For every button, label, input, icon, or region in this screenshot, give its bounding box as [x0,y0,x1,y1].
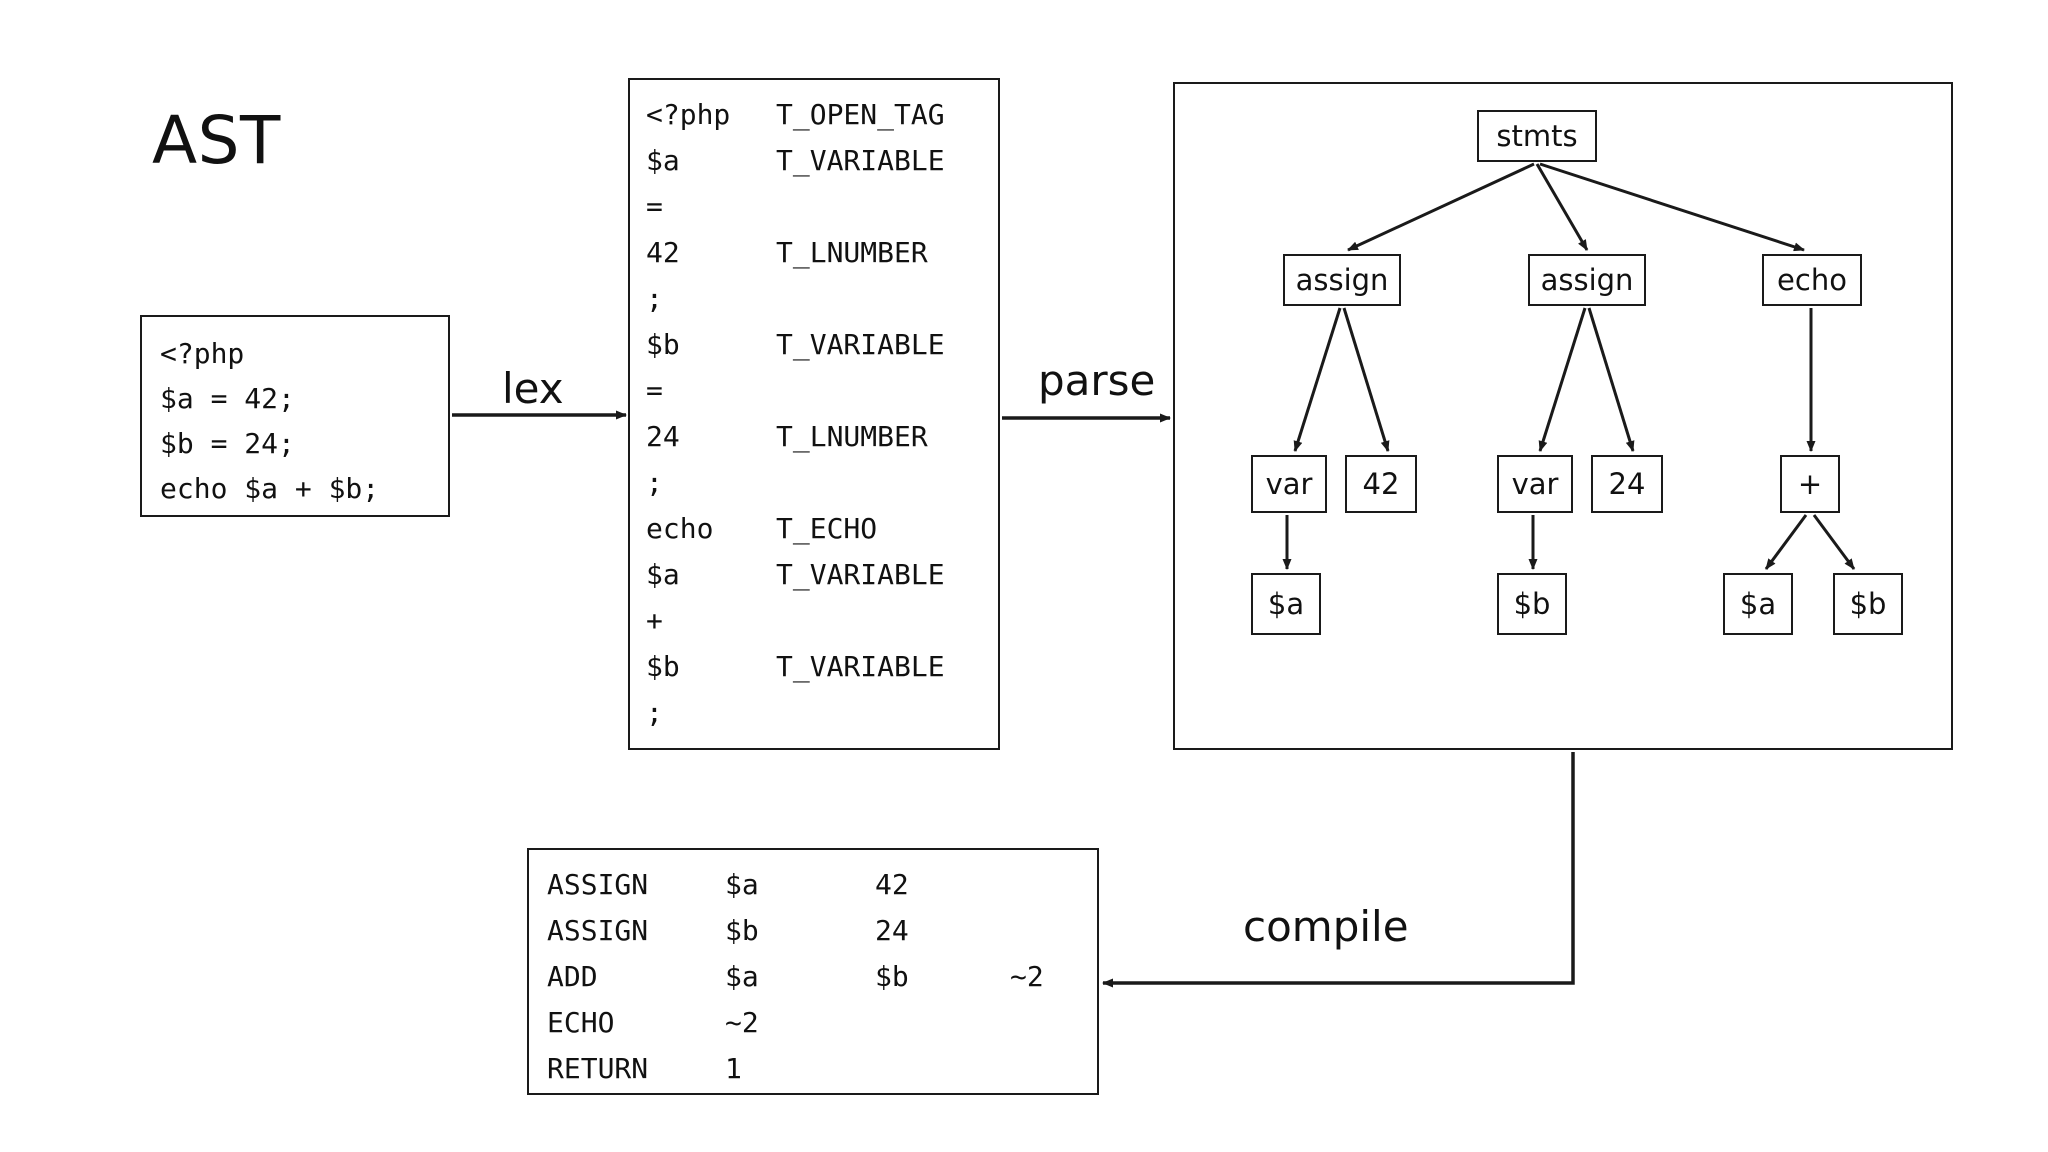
token-row: $a T_VARIABLE [646,138,998,184]
opcode-name: ASSIGN [547,914,649,947]
token-text: echo [646,512,714,545]
token-row: 24 T_LNUMBER [646,414,998,460]
opcode-operand-2: 42 [875,868,909,901]
ast-node-varname: $b [1833,573,1903,635]
page-title: AST [152,102,281,179]
opcode-row: ASSIGN $b 24 [547,908,1097,954]
token-type: T_VARIABLE [776,144,945,177]
opcode-operand-1: $a [725,960,759,993]
opcode-result: ~2 [1010,960,1044,993]
opcode-name: ECHO [547,1006,615,1039]
ast-node-varname: $b [1497,573,1567,635]
opcode-row: RETURN 1 [547,1046,1097,1092]
lex-arrow-label: lex [502,364,564,413]
opcode-operand-1: $b [725,914,759,947]
token-type: T_VARIABLE [776,328,945,361]
opcode-operand-2 [875,1000,1010,1046]
opcode-operand-2 [875,1046,1010,1092]
token-row: <?php T_OPEN_TAG [646,92,998,138]
token-type: T_VARIABLE [776,650,945,683]
source-line: $b = 24; [160,427,295,460]
token-row: ; [646,690,998,736]
ast-node-literal: 24 [1591,455,1663,513]
token-text: 42 [646,236,680,269]
ast-node-stmts: stmts [1477,110,1597,162]
token-text: $b [646,328,680,361]
token-text: $a [646,144,680,177]
token-row: echo T_ECHO [646,506,998,552]
token-row: $b T_VARIABLE [646,644,998,690]
ast-node-varname: $a [1723,573,1793,635]
opcode-name: ADD [547,960,598,993]
ast-panel [1173,82,1953,750]
token-text: ; [646,466,663,499]
source-line: <?php [160,337,245,370]
token-text: ; [646,696,663,729]
ast-node-assign: assign [1283,254,1401,306]
token-text: 24 [646,420,680,453]
token-row: ; [646,460,998,506]
opcode-row: ADD $a $b ~2 [547,954,1097,1000]
ast-node-assign: assign [1528,254,1646,306]
source-line: echo $a + $b; [160,472,380,505]
token-stream-panel: <?php T_OPEN_TAG $a T_VARIABLE = 42 T_LN… [628,78,1000,750]
ast-node-varname: $a [1251,573,1321,635]
opcode-operand-2: $b [875,960,909,993]
token-text: ; [646,282,663,315]
ast-node-var: var [1251,455,1327,513]
opcode-name: RETURN [547,1052,649,1085]
token-row: = [646,184,998,230]
token-row: 42 T_LNUMBER [646,230,998,276]
token-type: T_ECHO [776,512,878,545]
opcode-operand-1: 1 [725,1052,742,1085]
token-type: T_LNUMBER [776,236,928,269]
token-type: T_LNUMBER [776,420,928,453]
token-row: ; [646,276,998,322]
ast-node-literal: 42 [1345,455,1417,513]
opcode-panel: ASSIGN $a 42 ASSIGN $b 24 ADD $a $b ~2 E… [527,848,1099,1095]
php-source-panel: <?php $a = 42; $b = 24; echo $a + $b; [140,315,450,517]
token-text: + [646,604,663,637]
ast-node-plus: + [1780,455,1840,513]
opcode-operand-2: 24 [875,914,909,947]
opcode-operand-1: ~2 [725,1006,759,1039]
compile-arrow-label: compile [1243,902,1409,951]
token-row: $b T_VARIABLE [646,322,998,368]
opcode-operand-1: $a [725,868,759,901]
opcode-row: ASSIGN $a 42 [547,862,1097,908]
source-line: $a = 42; [160,382,295,415]
token-type: T_VARIABLE [776,558,945,591]
token-text: $a [646,558,680,591]
opcode-row: ECHO ~2 [547,1000,1097,1046]
token-text: $b [646,650,680,683]
parse-arrow-label: parse [1038,356,1156,405]
token-text: = [646,190,663,223]
ast-node-var: var [1497,455,1573,513]
token-row: + [646,598,998,644]
opcode-name: ASSIGN [547,868,649,901]
token-text: = [646,374,663,407]
ast-node-echo: echo [1762,254,1862,306]
token-row: $a T_VARIABLE [646,552,998,598]
token-text: <?php [646,98,731,131]
token-type: T_OPEN_TAG [776,98,945,131]
token-row: = [646,368,998,414]
